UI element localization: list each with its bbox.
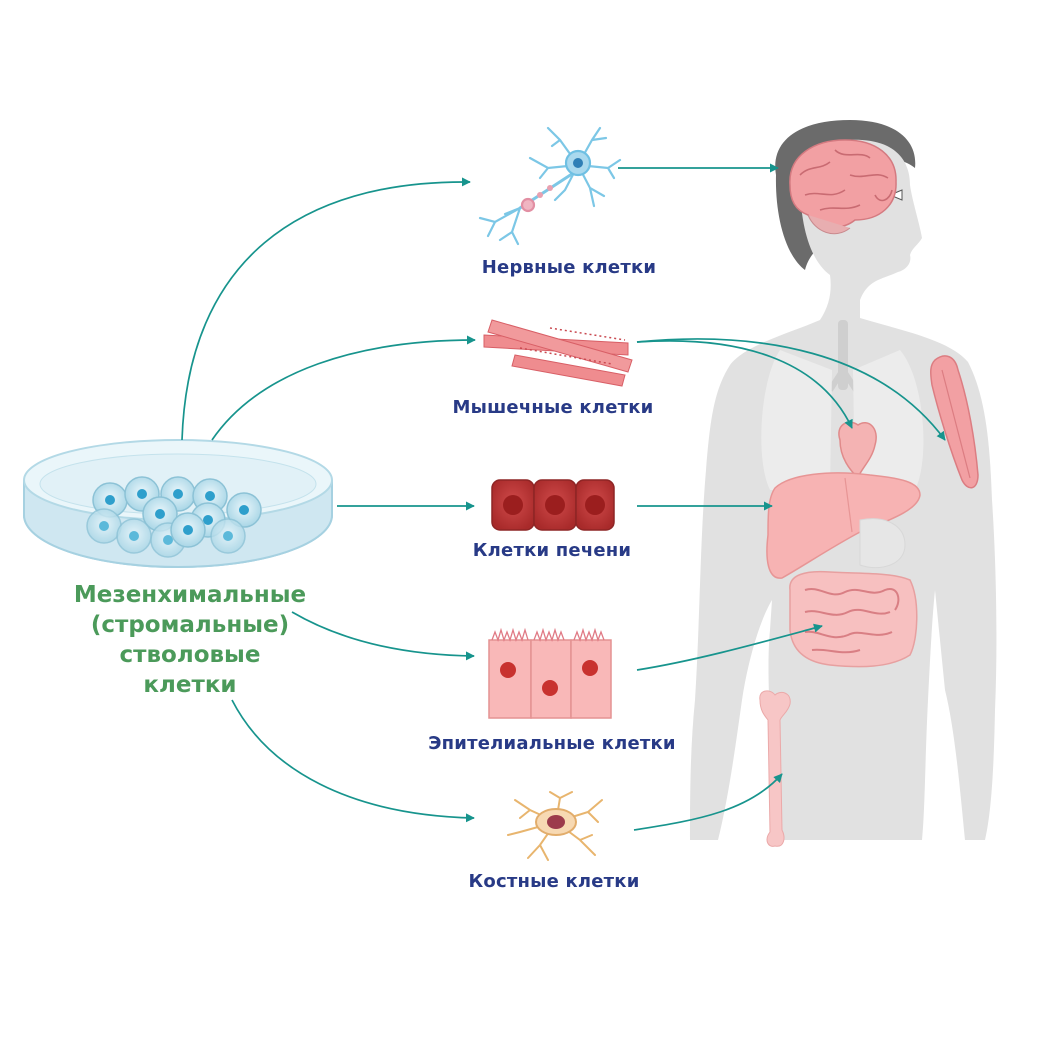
stem-cells-label: Мезенхимальные (стромальные) стволовые к…	[74, 580, 306, 700]
differentiation-arrows	[181, 163, 946, 831]
femur-icon	[759, 690, 791, 847]
stem-cells-label-line-2: (стромальные)	[90, 612, 290, 638]
stem-cells-label-line-3: стволовые	[119, 642, 261, 668]
label-muscle-cells: Мышечные клетки	[452, 397, 654, 418]
label-epithelial-cells: Эпителиальные клетки	[428, 733, 676, 754]
stem-cells-label-line-1: Мезенхимальные	[73, 582, 307, 608]
arrow-epithelial-to-intestine	[636, 623, 823, 671]
arrow-to-bone	[231, 699, 475, 823]
stem-cells-cluster	[86, 476, 262, 558]
petri-dish-icon	[23, 439, 333, 568]
brain-icon	[789, 139, 897, 235]
muscle-fibers-icon	[483, 319, 633, 387]
epithelial-cells-icon	[488, 627, 612, 719]
arrow-to-neuron	[181, 177, 471, 441]
arrow-muscle-to-heart	[636, 340, 853, 429]
arrow-muscle-to-arm	[636, 338, 946, 441]
bone-cell-icon	[507, 791, 603, 861]
stem-cells-label-line-4: клетки	[143, 672, 237, 698]
intestines-icon	[789, 570, 918, 668]
arrow-bone-to-femur	[633, 773, 783, 831]
human-body-illustration	[690, 120, 997, 847]
label-nerve-cells: Нервные клетки	[481, 257, 657, 278]
arrow-to-epithelial	[291, 611, 475, 661]
neuron-icon	[478, 126, 622, 246]
arm-muscle-icon	[930, 355, 979, 489]
liver-cells-icon	[491, 479, 615, 531]
label-liver-cells: Клетки печени	[472, 540, 632, 561]
label-bone-cells: Костные клетки	[468, 871, 640, 892]
arrow-to-muscle	[211, 335, 476, 441]
